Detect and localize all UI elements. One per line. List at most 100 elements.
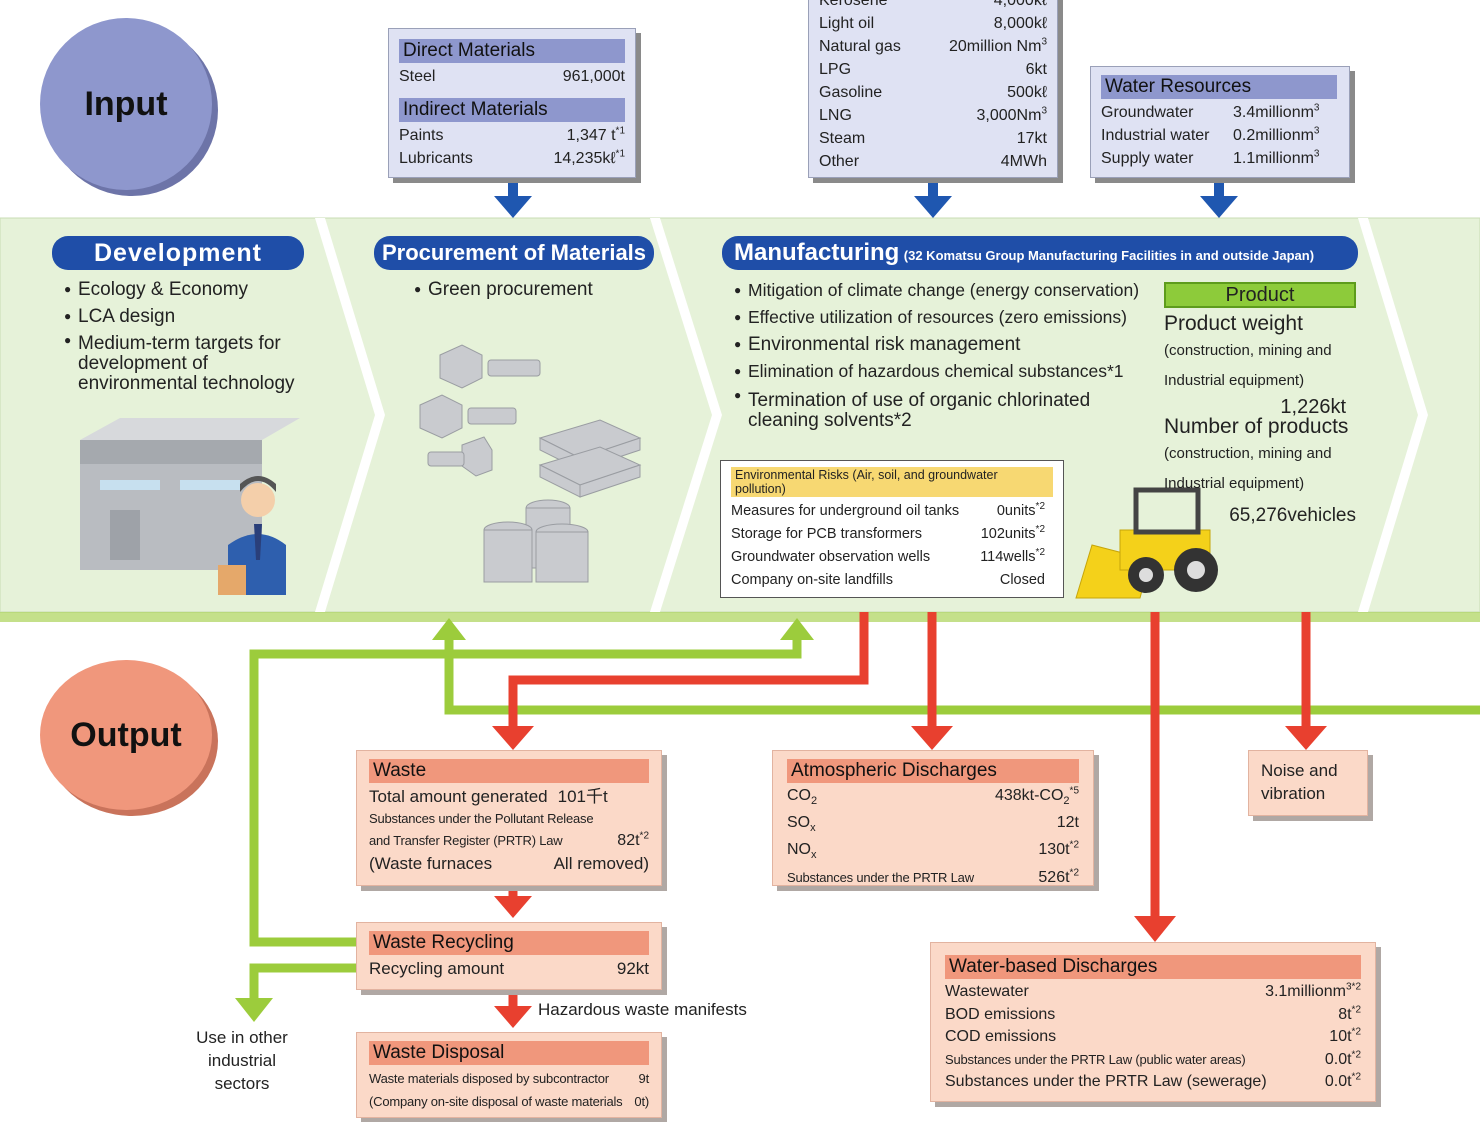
lubricants-value: 14,235kℓ*1 bbox=[553, 147, 625, 170]
product-count-label: Number of products bbox=[1164, 415, 1349, 438]
risk-value: 114wells*2 bbox=[980, 546, 1053, 569]
water-discharge-value: 10t*2 bbox=[1329, 1026, 1361, 1049]
water-discharge-label: Substances under the PRTR Law (public wa… bbox=[945, 1051, 1246, 1067]
energy-label: LPG bbox=[819, 61, 852, 78]
water-label: Industrial water bbox=[1101, 127, 1210, 144]
water-label: Groundwater bbox=[1101, 104, 1194, 121]
risk-note: *2 bbox=[1035, 501, 1045, 513]
water-discharge-note: *2 bbox=[1351, 981, 1361, 993]
atmos-value: 130t*2 bbox=[1038, 839, 1079, 866]
waste-prtr-amount: 82t bbox=[617, 832, 640, 849]
water-discharge-amount: 0.0t bbox=[1324, 1050, 1352, 1068]
waste-prtr-line2: and Transfer Register (PRTR) Law bbox=[369, 833, 563, 848]
water-value: 1.1millionm3 bbox=[1233, 147, 1319, 170]
water-discharge-row: Substances under the PRTR Law (public wa… bbox=[945, 1049, 1361, 1072]
energy-amount: 20million Nm bbox=[948, 38, 1042, 55]
manifest-label: Hazardous waste manifests bbox=[538, 1000, 747, 1019]
mfg-item-chemicals: Elimination of hazardous chemical substa… bbox=[734, 358, 1154, 385]
proc-item-green: Green procurement bbox=[414, 276, 593, 303]
disposal-row-2: (Company on-site disposal of waste mater… bbox=[369, 1090, 649, 1113]
waste-prtr-note: *2 bbox=[639, 830, 649, 842]
waste-prtr-row: and Transfer Register (PRTR) Law 82t*2 bbox=[369, 830, 649, 852]
steel-label: Steel bbox=[399, 68, 436, 85]
atmospheric-header: Atmospheric Discharges bbox=[787, 759, 1079, 783]
other-use-label: Use in other industrial sectors bbox=[196, 1028, 288, 1093]
atmos-amount: 438kt-CO bbox=[994, 787, 1064, 804]
atmos-value: 12t bbox=[1057, 812, 1079, 839]
output-label: Output bbox=[70, 715, 182, 754]
risk-note: *2 bbox=[1035, 524, 1045, 536]
atmos-note: *2 bbox=[1069, 840, 1079, 852]
water-discharge-value: 8t*2 bbox=[1338, 1004, 1361, 1027]
water-discharge-note: *2 bbox=[1351, 1026, 1361, 1038]
water-discharge-unit-sup: 3 bbox=[1345, 981, 1352, 993]
waste-furnace-value: All removed) bbox=[553, 854, 649, 873]
energy-label: Light oil bbox=[819, 15, 875, 32]
energy-unit-sup: 3 bbox=[1041, 36, 1047, 48]
disposal-row2-value: 0t) bbox=[634, 1094, 649, 1109]
energy-row: LPG 6kt bbox=[819, 58, 1047, 81]
energy-value: 17kt bbox=[1017, 127, 1047, 150]
risk-value: Closed bbox=[1000, 569, 1053, 592]
risk-amount: Closed bbox=[999, 572, 1045, 588]
waste-total-label: Total amount generated bbox=[369, 787, 548, 806]
energy-amount: 17kt bbox=[1016, 130, 1047, 147]
waste-disposal-header: Waste Disposal bbox=[369, 1041, 649, 1065]
water-unit-sup: 3 bbox=[1313, 125, 1320, 137]
mfg-item-solvents: Termination of use of organic chlorinate… bbox=[734, 385, 1154, 431]
energy-amount: 4MWh bbox=[1000, 153, 1047, 170]
procurement-list: Green procurement bbox=[414, 276, 593, 303]
water-value: 0.2millionm3 bbox=[1233, 124, 1319, 147]
lubricants-amount: 14,235kℓ bbox=[553, 150, 616, 167]
input-circle: Input bbox=[40, 18, 212, 190]
water-discharge-row: Substances under the PRTR Law (sewerage)… bbox=[945, 1071, 1361, 1094]
input-label: Input bbox=[84, 84, 168, 123]
risk-amount: 0units bbox=[996, 503, 1036, 519]
water-discharge-note: *2 bbox=[1351, 1049, 1361, 1061]
water-discharge-value: 0.0t*2 bbox=[1325, 1071, 1361, 1094]
waste-recycling-header: Waste Recycling bbox=[369, 931, 649, 955]
water-amount: 0.2millionm bbox=[1233, 127, 1314, 144]
water-discharge-amount: 8t bbox=[1338, 1005, 1352, 1023]
manufacturing-list: Mitigation of climate change (energy con… bbox=[734, 277, 1154, 431]
atmos-amount: 130t bbox=[1038, 841, 1070, 859]
energy-label: Kerosene bbox=[819, 0, 888, 9]
dev-item-ecology: Ecology & Economy bbox=[64, 276, 314, 303]
lubricants-label: Lubricants bbox=[399, 150, 473, 167]
water-discharge-row: COD emissions 10t*2 bbox=[945, 1026, 1361, 1049]
mfg-item-resources: Effective utilization of resources (zero… bbox=[734, 304, 1154, 331]
product-weight-value: 1,226kt bbox=[1280, 396, 1346, 418]
product-info: Product weight (construction, mining and… bbox=[1164, 312, 1360, 527]
paints-label: Paints bbox=[399, 127, 444, 144]
energy-amount: 6kt bbox=[1025, 61, 1047, 78]
risk-label: Storage for PCB transformers bbox=[731, 526, 922, 542]
discharge-lines bbox=[508, 612, 1311, 1008]
development-list: Ecology & Economy LCA design Medium-term… bbox=[64, 276, 314, 394]
water-row: Groundwater 3.4millionm3 bbox=[1101, 101, 1339, 124]
atmos-amount: 526t bbox=[1038, 868, 1070, 886]
water-discharge-label: COD emissions bbox=[945, 1028, 1057, 1045]
risk-value: 102units*2 bbox=[981, 523, 1053, 546]
water-value: 3.4millionm3 bbox=[1233, 101, 1319, 124]
output-circle: Output bbox=[40, 660, 212, 810]
atmos-label: NOx bbox=[787, 839, 817, 866]
atmos-value-sub: 2 bbox=[1063, 795, 1070, 808]
waste-prtr-value: 82t*2 bbox=[617, 830, 649, 852]
water-discharge-amount: 3.1millionm bbox=[1265, 983, 1346, 1000]
atmos-label-sub: x bbox=[810, 822, 816, 835]
water-discharge-note: *2 bbox=[1351, 1004, 1361, 1016]
energy-amount: 8,000kℓ bbox=[993, 15, 1047, 32]
energy-unit-sup: 3 bbox=[1041, 105, 1047, 117]
atmos-amount: 12t bbox=[1056, 814, 1079, 832]
